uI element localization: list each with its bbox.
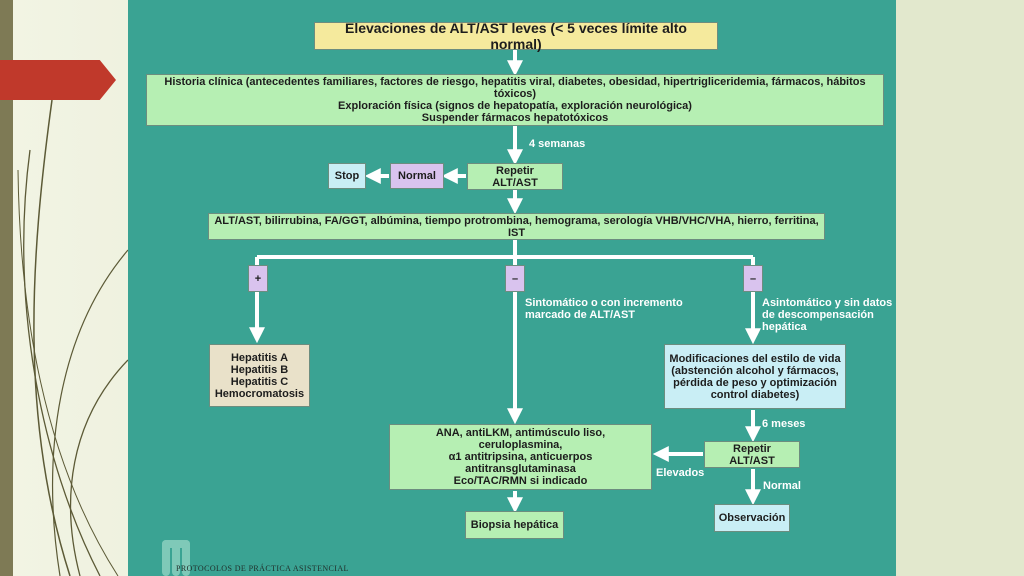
lifestyle-box: Modificaciones del estilo de vida (abste… [664,344,846,409]
asymptomatic-line-2: de descompensación [762,309,874,321]
lifestyle-line-4: control diabetes) [710,388,800,401]
repeat-alt-ast-box-2: Repetir ALT/AST [704,441,800,468]
plus-badge: + [248,265,268,292]
symptomatic-line-2: marcado de ALT/AST [525,309,636,321]
symptomatic-line-1: Sintomático o con incremento [525,297,683,309]
history-box: Historia clínica (antecedentes familiare… [146,74,884,126]
asymptomatic-line-3: hepática [762,321,807,333]
normal-edge-label: Normal [763,480,801,492]
footer-caption: PROTOCOLOS DE PRÁCTICA ASISTENCIAL [176,564,349,573]
markers-box: ANA, antiLKM, antimúsculo liso, cerulopl… [389,424,652,490]
minus-badge-center: – [505,265,525,292]
diagnosis-2: Hepatitis B [230,363,289,376]
biopsy-box: Biopsia hepática [465,511,564,539]
elevated-label: Elevados [656,467,705,479]
normal-text: Normal [398,170,436,182]
decorative-swirl-lines [17,99,129,576]
slide-red-tab [0,60,116,100]
asymptomatic-line-1: Asintomático y sin datos [762,297,893,309]
tests-box: ALT/AST, bilirrubina, FA/GGT, albúmina, … [208,213,825,240]
lifestyle-line-2: (abstención alcohol y fármacos, [671,364,839,377]
markers-line-4: Eco/TAC/RMN si indicado [453,475,588,487]
label-6-months: 6 meses [762,418,806,430]
history-line-1: Historia clínica (antecedentes familiare… [164,76,866,100]
title-text: Elevaciones de ALT/AST leves (< 5 veces … [345,20,687,52]
history-line-2: Exploración física (signos de hepatopatí… [338,100,692,112]
minus-badge-right: – [743,265,763,292]
diagnosis-1: Hepatitis A [230,351,289,364]
repeat-alt-ast-box: Repetir ALT/AST [467,163,563,190]
history-line-3: Suspender fármacos hepatotóxicos [421,112,609,124]
slide-left-bar [0,0,13,576]
markers-line-2: ceruloplasmina, [478,439,563,451]
stop-text: Stop [334,170,360,182]
tests-text: ALT/AST, bilirrubina, FA/GGT, albúmina, … [214,214,819,239]
minus-text-center: – [511,272,519,285]
diagnosis-4: Hemocromatosis [214,387,305,400]
observation-text: Observación [718,512,786,524]
diagnosis-3: Hepatitis C [230,375,289,388]
observation-box: Observación [714,504,790,532]
slide-right-margin [896,0,1024,576]
biopsy-text: Biopsia hepática [470,519,559,531]
stop-box: Stop [328,163,366,189]
minus-text-right: – [749,272,757,285]
plus-text: + [254,272,262,285]
markers-line-3: α1 antitripsina, anticuerpos antitransgl… [448,451,593,475]
label-4-weeks: 4 semanas [529,138,586,150]
lifestyle-line-1: Modificaciones del estilo de vida [669,352,841,365]
normal-box: Normal [390,163,444,189]
symptomatic-label: Sintomático o con incremento marcado de … [525,297,683,321]
repeat-alt-ast-text-2: Repetir ALT/AST [729,442,775,467]
markers-line-1: ANA, antiLKM, antimúsculo liso, [435,427,606,439]
asymptomatic-label: Asintomático y sin datos de descompensac… [762,297,892,333]
lifestyle-line-3: pérdida de peso y optimización [673,376,837,389]
title-box: Elevaciones de ALT/AST leves (< 5 veces … [314,20,718,52]
repeat-alt-ast-text: Repetir ALT/AST [492,164,538,189]
diagnoses-box: Hepatitis A Hepatitis B Hepatitis C Hemo… [209,344,310,407]
protocol-logo-icon [162,540,190,576]
